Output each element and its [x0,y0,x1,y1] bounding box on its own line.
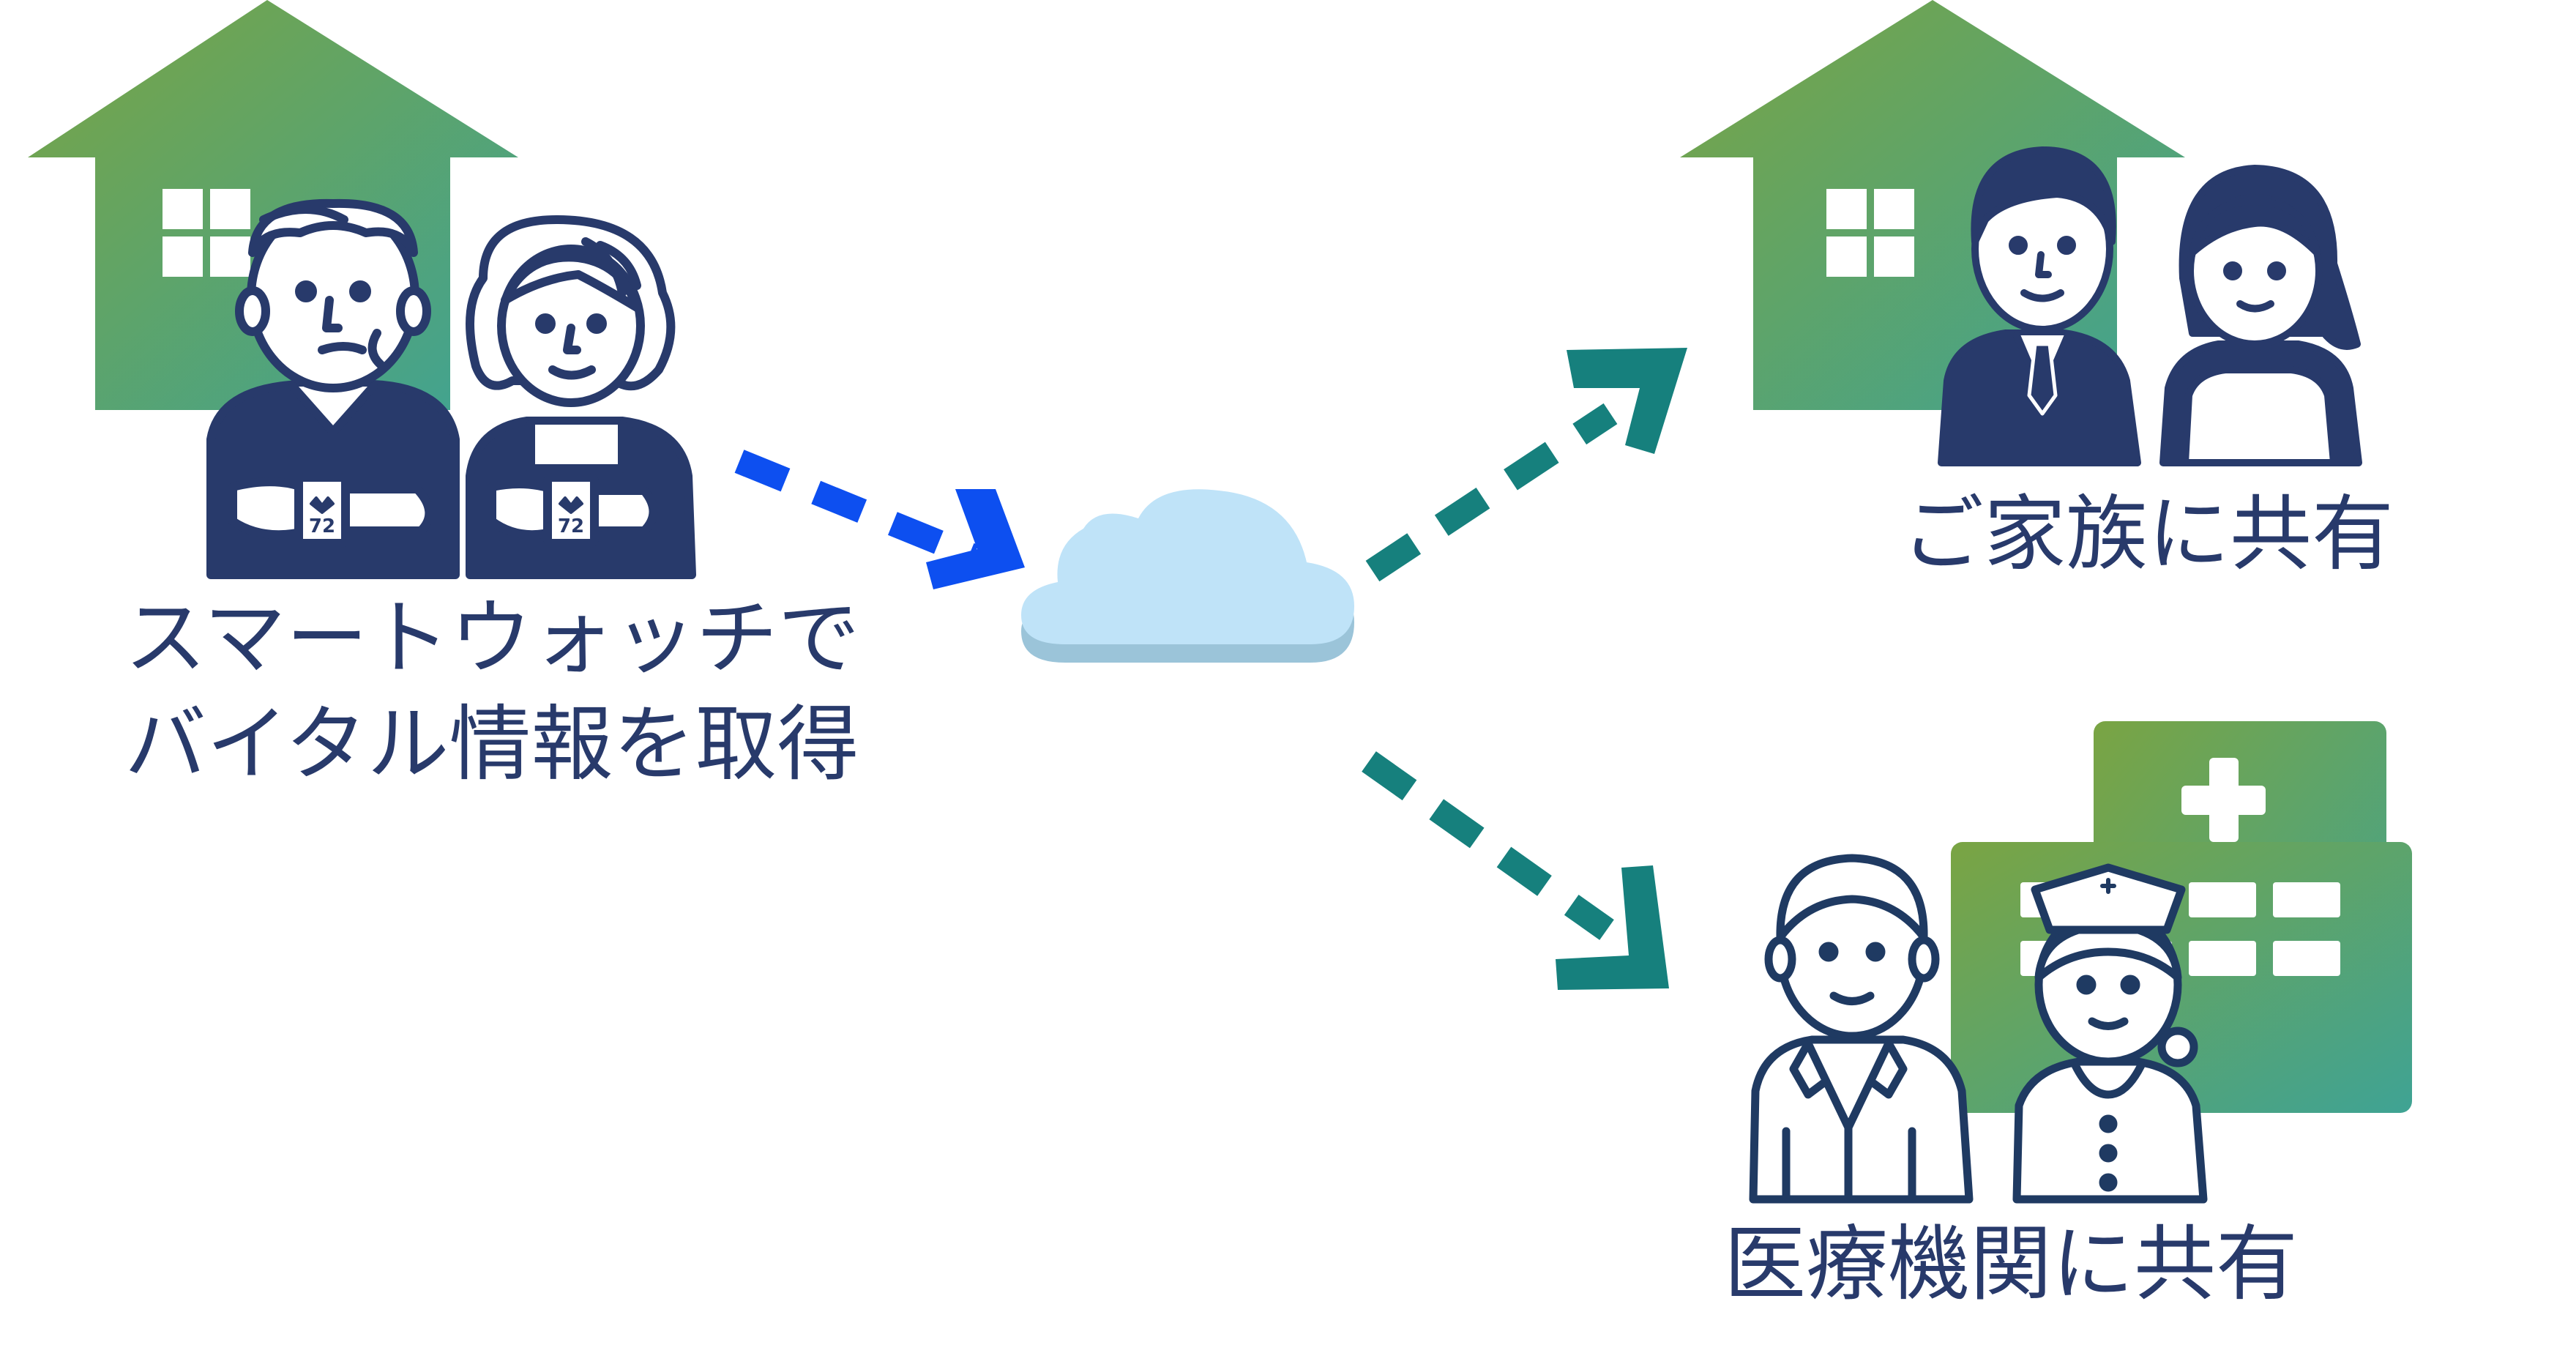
man-in-suit-icon [1938,146,2141,466]
doctor-icon [1749,854,1974,1204]
share-family-arrow [1365,348,1687,582]
arrowhead-icon [1567,348,1687,454]
woman-icon [2159,165,2362,466]
family-share-caption: ご家族に共有 [1902,487,2394,582]
medical-share-caption: 医療機関に共有 [1724,1217,2298,1312]
nurse-cap-cross-icon [2100,878,2116,894]
nurse-icon [2012,863,2208,1204]
source-caption-line2: バイタル情報を取得 [124,697,859,792]
arrowhead-icon [1556,865,1669,990]
cloud-icon [1021,489,1354,663]
cross-icon [2181,758,2266,842]
window-icon [1826,189,1914,277]
share-medical-arrow [1362,751,1669,990]
arrowhead-icon [926,489,1025,589]
elderly-man-icon [206,198,460,579]
window-icon [163,189,250,277]
elderly-woman-icon [466,215,696,579]
watch-value-label: 72 [558,515,584,537]
upload-arrow [734,450,1025,589]
watch-value-label: 72 [309,515,335,537]
source-caption-line1: スマートウォッチで [124,591,860,686]
